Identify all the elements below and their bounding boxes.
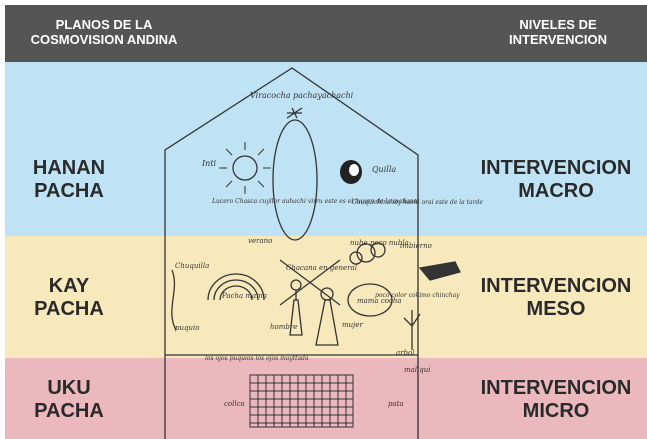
man-label: hombre bbox=[270, 323, 297, 331]
mother-sea-label: mama cocha bbox=[357, 297, 402, 305]
kay-pacha-band bbox=[5, 236, 647, 358]
moon-label: Quilla bbox=[372, 165, 396, 174]
intervencion-micro-label: INTERVENCION MICRO bbox=[480, 377, 632, 422]
tree-label: arbol bbox=[396, 349, 414, 357]
hanan-pacha-label: HANAN PACHA bbox=[32, 157, 106, 202]
rainbow-label: Pacha mama bbox=[221, 292, 267, 300]
storehouse-grid bbox=[249, 374, 354, 428]
cross-lines bbox=[279, 259, 341, 306]
woman-figure bbox=[315, 299, 339, 346]
intervencion-macro-label: INTERVENCION MACRO bbox=[480, 157, 632, 202]
cloud-icon bbox=[356, 243, 376, 263]
evening-star-label: Chuquichinchay hachi orai este de la tar… bbox=[352, 199, 483, 206]
uku-pacha-label: UKU PACHA bbox=[34, 377, 104, 422]
mama-cocha-oval bbox=[347, 283, 393, 317]
kay-pacha-label: KAY PACHA bbox=[34, 275, 104, 320]
temple-outline bbox=[164, 67, 419, 439]
feline-body bbox=[418, 261, 461, 281]
header-bar: PLANOS DE LA COSMOVISION ANDINA NIVELES … bbox=[5, 5, 647, 62]
woman-label: mujer bbox=[342, 321, 363, 329]
sun-label: Inti bbox=[201, 159, 217, 168]
sun-icon bbox=[232, 155, 258, 181]
tree-trunk bbox=[403, 310, 421, 350]
general-star-label: Chacana en general bbox=[286, 264, 357, 272]
storehouse-label: collca bbox=[224, 400, 245, 408]
feline-label: poco color cokimo chinchay bbox=[375, 292, 460, 299]
header-left-title: PLANOS DE LA COSMOVISION ANDINA bbox=[30, 17, 178, 47]
star-icon bbox=[286, 107, 303, 119]
winter-right-label: imbierno bbox=[400, 242, 432, 250]
pond-label: pata bbox=[388, 400, 404, 408]
intervencion-meso-label: INTERVENCION MESO bbox=[480, 275, 632, 320]
man-figure bbox=[289, 290, 303, 336]
lightning-label: Chuquilla bbox=[175, 262, 209, 270]
sun-rays bbox=[219, 142, 271, 194]
clouds-label: nube poco nubla bbox=[350, 239, 409, 247]
morning-star-label: Lucero Chasca cuyllor auhachi virru este… bbox=[211, 198, 417, 205]
summer-label: verano bbox=[248, 237, 272, 245]
tree-base-label: mallqui bbox=[404, 366, 431, 374]
river-line bbox=[171, 269, 177, 331]
header-right-title: NIVELES DE INTERVENCION bbox=[509, 17, 607, 47]
seeds-label: los ojos puquios los ojos mayttada bbox=[205, 355, 309, 362]
river-label: puquio bbox=[175, 324, 199, 332]
top-label: Viracocha pachayachachi bbox=[250, 91, 354, 100]
central-oval bbox=[272, 119, 318, 241]
rainbow-arc bbox=[207, 273, 265, 301]
